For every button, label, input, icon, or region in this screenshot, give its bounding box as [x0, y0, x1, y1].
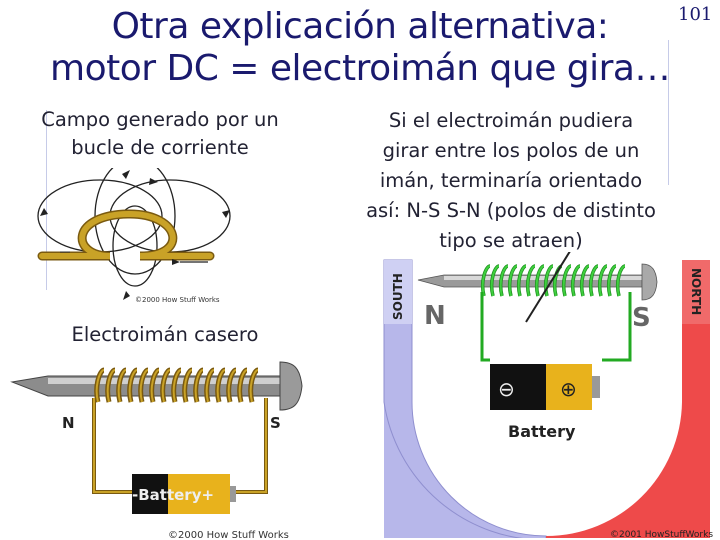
battery-minus: ⊖: [498, 377, 515, 401]
battery-label: -Battery+: [132, 486, 214, 504]
coil-turn-highlight: [150, 369, 160, 403]
wire-circuit-highlight: [93, 398, 267, 493]
coil-turn-highlight: [194, 369, 204, 403]
horseshoe-magnet: [374, 259, 720, 540]
battery-plus: ⊕: [560, 377, 577, 401]
south-label: SOUTH: [391, 273, 405, 320]
loop-field-description: Campo generado por un bucle de corriente: [41, 108, 279, 159]
coil-turn-highlight: [580, 265, 590, 297]
left-divider-line: [46, 110, 47, 290]
motor-copyright: ©2001 HowStuffWorks: [610, 530, 713, 540]
coil-turn-highlight: [490, 265, 500, 297]
coil-turn-highlight: [526, 265, 536, 297]
coil-turn-highlight: [161, 369, 171, 403]
coil-turn-highlight: [508, 265, 518, 297]
current-loop-figure: ©2000 How Stuff Works: [37, 168, 231, 304]
battery: -Battery+: [132, 474, 236, 514]
north-label: NORTH: [689, 268, 703, 315]
electromagnet-copyright: ©2000 How Stuff Works: [168, 530, 289, 540]
coil-turn-highlight: [607, 265, 617, 297]
motor-magnet-figure: SOUTH NORTH N S ⊖ ⊕ Battery ©2001 HowStu…: [374, 252, 720, 540]
coil-turn-highlight: [249, 369, 259, 403]
motor-pole-n-label: N: [424, 301, 446, 331]
motor-battery: ⊖ ⊕: [490, 364, 600, 410]
field-arrows: [40, 170, 230, 300]
coil-turn-highlight: [205, 369, 215, 403]
green-wires: [480, 292, 632, 362]
coil-turn-highlight: [95, 369, 105, 403]
page-number: 101: [678, 4, 713, 25]
coil-turn-highlight: [128, 369, 138, 403]
coil-turn-highlight: [535, 265, 545, 297]
pole-s-label: S: [270, 414, 281, 432]
loop-copyright: ©2000 How Stuff Works: [135, 296, 220, 304]
coil-turn-highlight: [238, 369, 248, 403]
coil-turn-highlight: [517, 265, 527, 297]
coil-turn-highlight: [172, 369, 182, 403]
homemade-electromagnet-figure: -Battery+ N S ©2000 How Stuff Works: [10, 361, 303, 540]
motor-battery-label: Battery: [508, 422, 576, 441]
coil-turn-highlight: [106, 369, 116, 403]
field-lines: [37, 168, 231, 287]
coil-turn-highlight: [216, 369, 226, 403]
coil-turn-highlight: [562, 265, 572, 297]
right-divider-line: [668, 40, 669, 185]
motor-pole-s-label: S: [632, 303, 651, 333]
motor-nail: [417, 263, 658, 301]
electromagnet-caption: Electroimán casero: [71, 323, 259, 346]
slide-title: Otra explicación alternativa: motor DC =…: [0, 6, 720, 90]
coil-turn-highlight: [589, 265, 599, 297]
coil-turn-highlight: [227, 369, 237, 403]
coil-turn-highlight: [139, 369, 149, 403]
coil-turn-highlight: [616, 265, 626, 297]
pole-n-label: N: [62, 414, 75, 432]
coil-turn-highlight: [117, 369, 127, 403]
coil-turn-highlight: [544, 265, 554, 297]
rotation-axis-line: [525, 252, 571, 323]
coil-turn-highlight: [183, 369, 193, 403]
coil-turn-highlight: [571, 265, 581, 297]
wire-loop: [37, 209, 215, 265]
motor-explanation-text: Si el electroimán pudiera girar entre lo…: [366, 109, 656, 252]
coil-turn-highlight: [499, 265, 509, 297]
title-line-1: Otra explicación alternativa:: [111, 6, 609, 47]
coil-turn-highlight: [598, 265, 608, 297]
title-line-2: motor DC = electroimán que gira…: [50, 48, 671, 89]
coil-windings: [94, 367, 260, 403]
